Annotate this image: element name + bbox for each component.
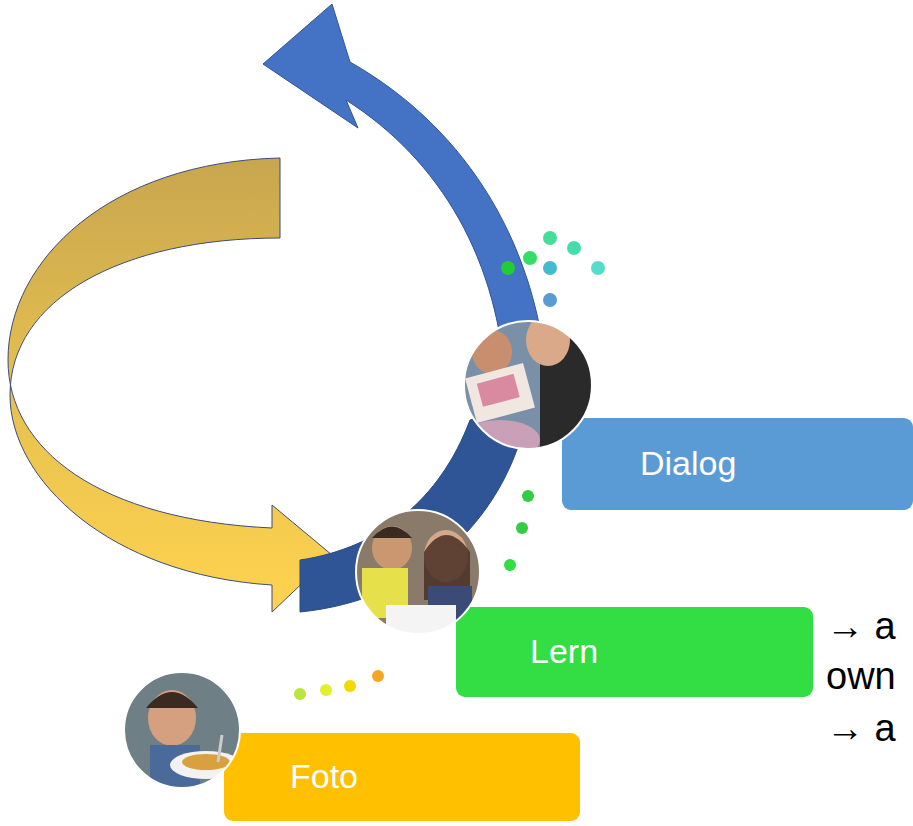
label-box: Lern xyxy=(456,607,813,697)
dot-spray xyxy=(501,231,605,307)
note-text: → a xyxy=(826,606,896,648)
gold-curved-arrow xyxy=(8,158,332,612)
note-text: own xyxy=(826,656,896,698)
label-box: Dialog xyxy=(562,418,913,510)
dot-trail xyxy=(504,490,534,571)
photo-eating xyxy=(120,670,250,790)
photo-reading xyxy=(460,314,600,460)
box-label: Lern xyxy=(530,633,598,670)
photo-frame xyxy=(464,321,592,449)
note-text: → a xyxy=(826,708,896,750)
photo-frame xyxy=(356,510,480,634)
box-label: Dialog xyxy=(640,445,736,482)
photo-learning xyxy=(350,505,490,645)
label-box: Foto xyxy=(224,733,580,821)
dot-trail xyxy=(294,670,384,700)
photo-frame xyxy=(124,672,240,788)
box-label: Foto xyxy=(290,758,358,795)
